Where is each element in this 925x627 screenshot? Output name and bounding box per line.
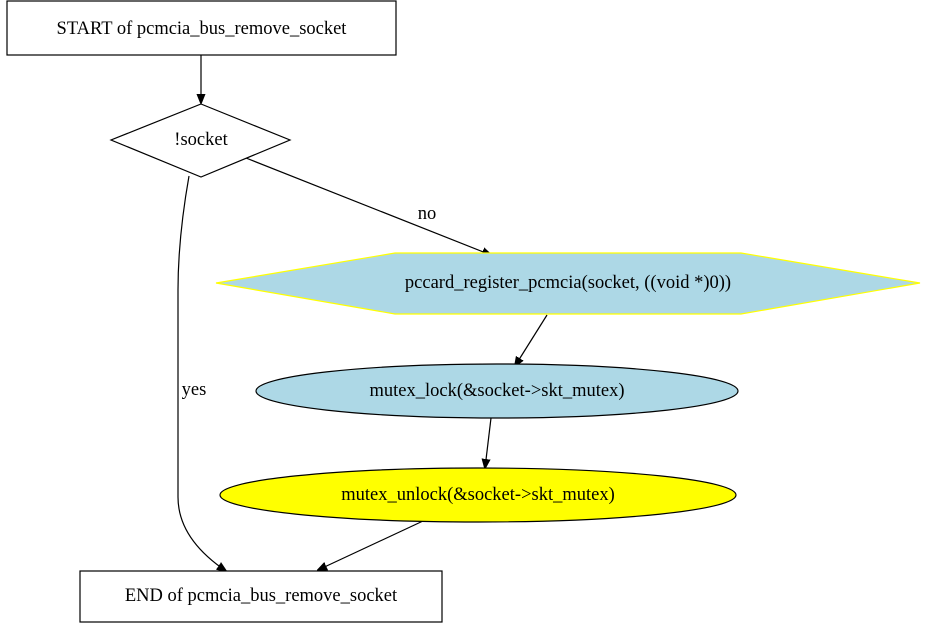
lock-ellipse	[255, 363, 739, 419]
edges: no yes	[177, 55, 548, 571]
edge-unlock-to-end	[318, 520, 424, 570]
node-lock: mutex_lock(&socket->skt_mutex)	[255, 363, 739, 419]
edge-cond-no	[245, 157, 491, 255]
edge-call1-to-lock	[515, 314, 548, 366]
node-end: END of pcmcia_bus_remove_socket	[79, 570, 443, 623]
node-unlock: mutex_unlock(&socket->skt_mutex)	[219, 467, 737, 523]
cond-label: !socket	[174, 130, 228, 150]
end-label: END of pcmcia_bus_remove_socket	[125, 586, 398, 606]
unlock-label: mutex_unlock(&socket->skt_mutex)	[341, 485, 615, 505]
call1-hexagon	[215, 252, 921, 315]
cond-diamond	[109, 103, 292, 178]
end-box	[79, 570, 443, 623]
lock-label: mutex_lock(&socket->skt_mutex)	[370, 381, 625, 401]
node-start: START of pcmcia_bus_remove_socket	[6, 0, 397, 56]
edge-label-no: no	[418, 204, 437, 224]
unlock-ellipse	[219, 467, 737, 523]
edge-cond-yes	[177, 175, 226, 571]
start-label: START of pcmcia_bus_remove_socket	[57, 19, 348, 39]
node-call1: pccard_register_pcmcia(socket, ((void *)…	[215, 252, 921, 315]
edge-lock-to-unlock	[485, 417, 492, 468]
start-box	[6, 0, 397, 56]
edge-label-yes: yes	[182, 380, 207, 400]
node-cond: !socket	[109, 103, 292, 178]
call1-label: pccard_register_pcmcia(socket, ((void *)…	[405, 273, 731, 293]
